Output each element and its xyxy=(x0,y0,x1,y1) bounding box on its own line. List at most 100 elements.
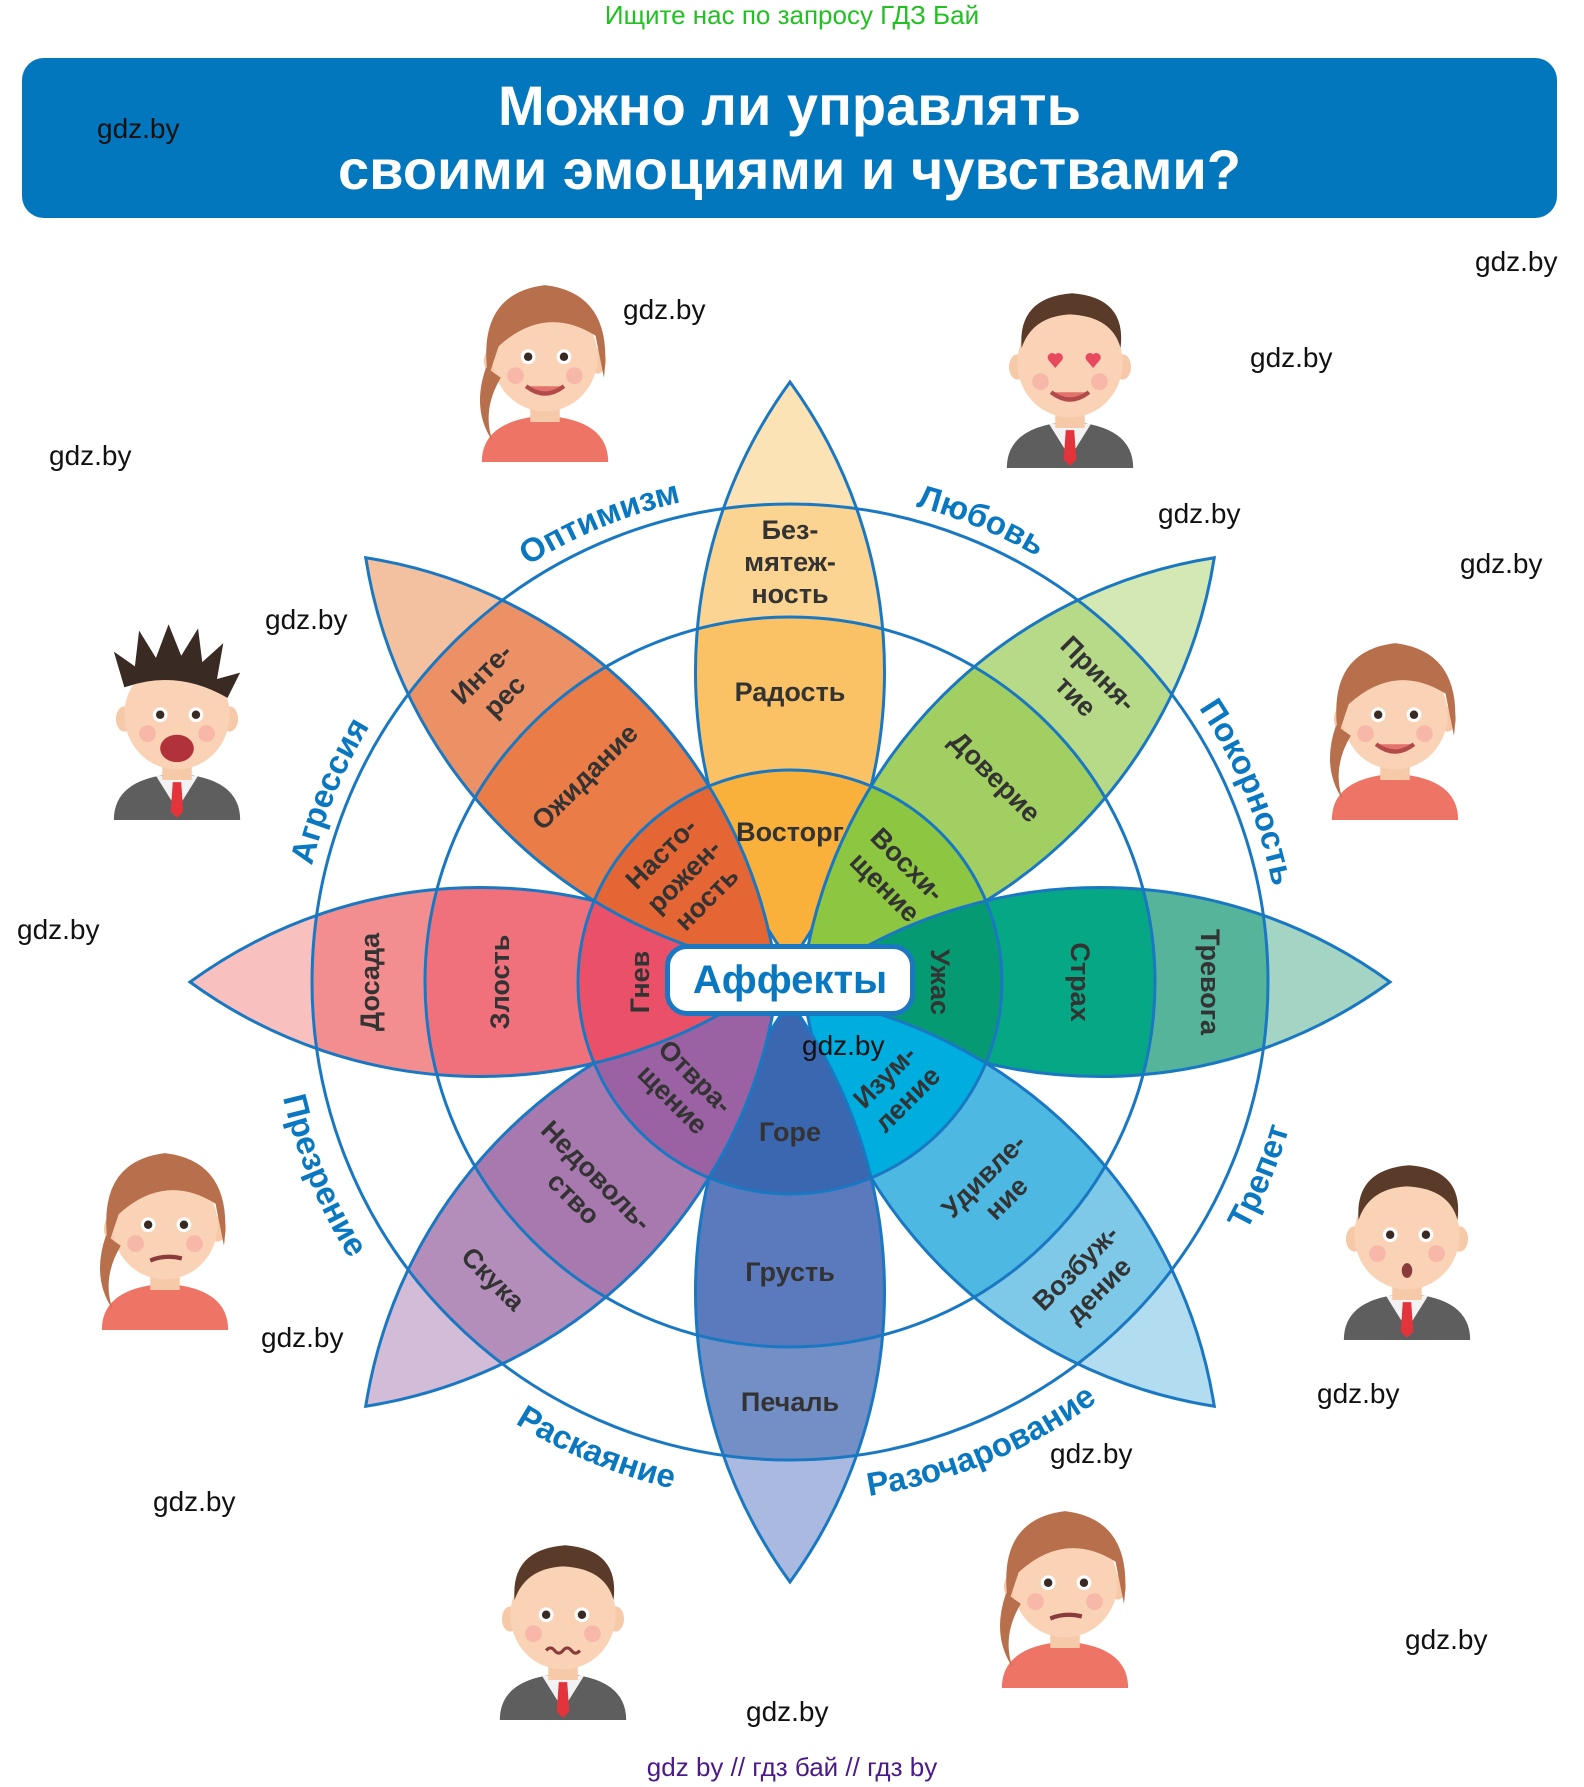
watermark-text: gdz.by xyxy=(1158,498,1241,529)
face-love-boy xyxy=(985,268,1155,473)
petal-band-2 xyxy=(737,503,1268,1035)
face-avatar-icon xyxy=(1006,293,1134,468)
watermark-text: gdz.by xyxy=(17,914,100,945)
watermark-text: gdz.by xyxy=(1250,342,1333,373)
watermark-text: gdz.by xyxy=(97,113,180,144)
petal-label: Печаль xyxy=(741,1387,839,1417)
petal-band-3 xyxy=(810,887,1390,1077)
face-awe-boy xyxy=(1322,1140,1492,1345)
petal-label: Злость xyxy=(485,935,515,1030)
watermark-text: gdz.by xyxy=(746,1696,829,1727)
petal-label: Радость xyxy=(735,677,846,707)
petal-outline xyxy=(802,994,1217,1409)
petal-band-3 xyxy=(190,887,770,1077)
title-line-2: своими эмоциями и чувствами? xyxy=(337,138,1242,201)
petal-joy xyxy=(693,379,887,965)
petal-band-3 xyxy=(298,490,843,1035)
petal-band-3 xyxy=(737,929,1282,1474)
petal-band-1 xyxy=(424,929,843,1347)
petal-band-0 xyxy=(695,770,885,962)
petal-band-2 xyxy=(695,1002,885,1460)
title-line-1: Можно ли управлять xyxy=(497,74,1082,137)
dyad-label: Агрессия xyxy=(283,711,376,868)
watermark-text: gdz.by xyxy=(1050,1438,1133,1469)
petal-band-1 xyxy=(695,617,885,962)
petal-band-3 xyxy=(695,1002,885,1582)
petal-label: Восторг xyxy=(736,817,844,847)
petal-band-2 xyxy=(737,929,1268,1460)
dyad-label: Трепет xyxy=(1220,1120,1296,1235)
petal-outline xyxy=(363,555,778,970)
petal-band-1 xyxy=(695,1002,885,1347)
petal-band-2 xyxy=(311,503,843,1035)
face-disappointment-girl xyxy=(980,1488,1150,1693)
watermark-text: gdz.by xyxy=(265,604,348,635)
petal-label: Тревога xyxy=(1195,929,1225,1036)
petal-sadness xyxy=(693,999,887,1585)
title-banner: Можно ли управлять своими эмоциями и чув… xyxy=(22,58,1557,218)
center-affects-box: Аффекты xyxy=(665,944,915,1016)
center-affects-label: Аффекты xyxy=(692,958,888,1002)
petal-outline xyxy=(693,379,887,965)
footer-links: gdz by // гдз бай // гдз by xyxy=(646,1752,938,1782)
petal-band-1 xyxy=(810,887,1155,1077)
petal-outline xyxy=(693,999,887,1585)
petal-band-1 xyxy=(737,929,1155,1347)
outer-ring xyxy=(310,502,1270,1462)
petal-band-2 xyxy=(311,929,843,1460)
watermark-text: gdz.by xyxy=(1317,1378,1400,1409)
watermark-text: gdz.by xyxy=(1405,1624,1488,1655)
face-aggression-boy xyxy=(92,620,262,825)
rings-layer xyxy=(310,502,1270,1462)
petal-band-2 xyxy=(695,504,885,962)
watermark-text: gdz.by xyxy=(802,1030,885,1061)
watermark-text: gdz.by xyxy=(261,1322,344,1353)
petal-outline xyxy=(807,885,1393,1079)
face-avatar-icon xyxy=(499,1545,627,1720)
petal-band-3 xyxy=(695,382,885,962)
petal-band-1 xyxy=(737,617,1155,1035)
watermark-text: gdz.by xyxy=(1460,548,1543,579)
search-hint-text: Ищите нас по запросу ГДЗ Бай xyxy=(604,0,980,30)
petal-outline xyxy=(802,555,1217,970)
petal-band-0 xyxy=(578,770,843,1035)
face-avatar-icon xyxy=(1329,643,1459,820)
petal-label: Страх xyxy=(1065,942,1095,1021)
dyad-label: Любовь xyxy=(914,477,1052,562)
petal-label: Ужас xyxy=(925,949,955,1015)
page-title: Можно ли управлять своими эмоциями и чув… xyxy=(22,74,1557,202)
watermark-text: gdz.by xyxy=(1475,246,1558,277)
dyad-label: Покорность xyxy=(1193,692,1302,889)
petal-band-0 xyxy=(578,929,843,1194)
petal-band-2 xyxy=(312,887,770,1077)
watermark-text: gdz.by xyxy=(623,294,706,325)
face-remorse-boy xyxy=(478,1520,648,1725)
petals-layer xyxy=(187,379,1393,1585)
dyad-label: Презрение xyxy=(276,1090,375,1263)
petal-label: Досада xyxy=(355,932,385,1031)
petal-band-0 xyxy=(737,929,1002,1194)
face-avatar-icon xyxy=(999,1511,1129,1688)
petal-band-1 xyxy=(424,617,843,1035)
petal-band-3 xyxy=(737,490,1282,1035)
watermark-text: gdz.by xyxy=(153,1486,236,1517)
dyad-label: Раскаяние xyxy=(511,1398,679,1496)
petal-band-0 xyxy=(737,770,1002,1035)
petal-band-2 xyxy=(810,887,1268,1077)
petal-band-3 xyxy=(298,929,843,1474)
watermark-text: gdz.by xyxy=(49,440,132,471)
petal-band-1 xyxy=(425,887,770,1077)
face-contempt-girl xyxy=(80,1130,250,1335)
face-submission-girl xyxy=(1310,620,1480,825)
face-optimism-girl xyxy=(460,262,630,467)
petal-label: Гнев xyxy=(625,951,655,1014)
face-avatar-icon xyxy=(1343,1165,1471,1340)
petal-label: Без-мятеж-ность xyxy=(744,515,836,609)
petal-band-0 xyxy=(695,1002,885,1194)
petal-outline xyxy=(187,885,773,1079)
face-avatar-icon xyxy=(99,1153,229,1330)
face-avatar-icon xyxy=(113,624,241,820)
face-avatar-icon xyxy=(479,285,609,462)
petal-label: Грусть xyxy=(745,1257,835,1287)
